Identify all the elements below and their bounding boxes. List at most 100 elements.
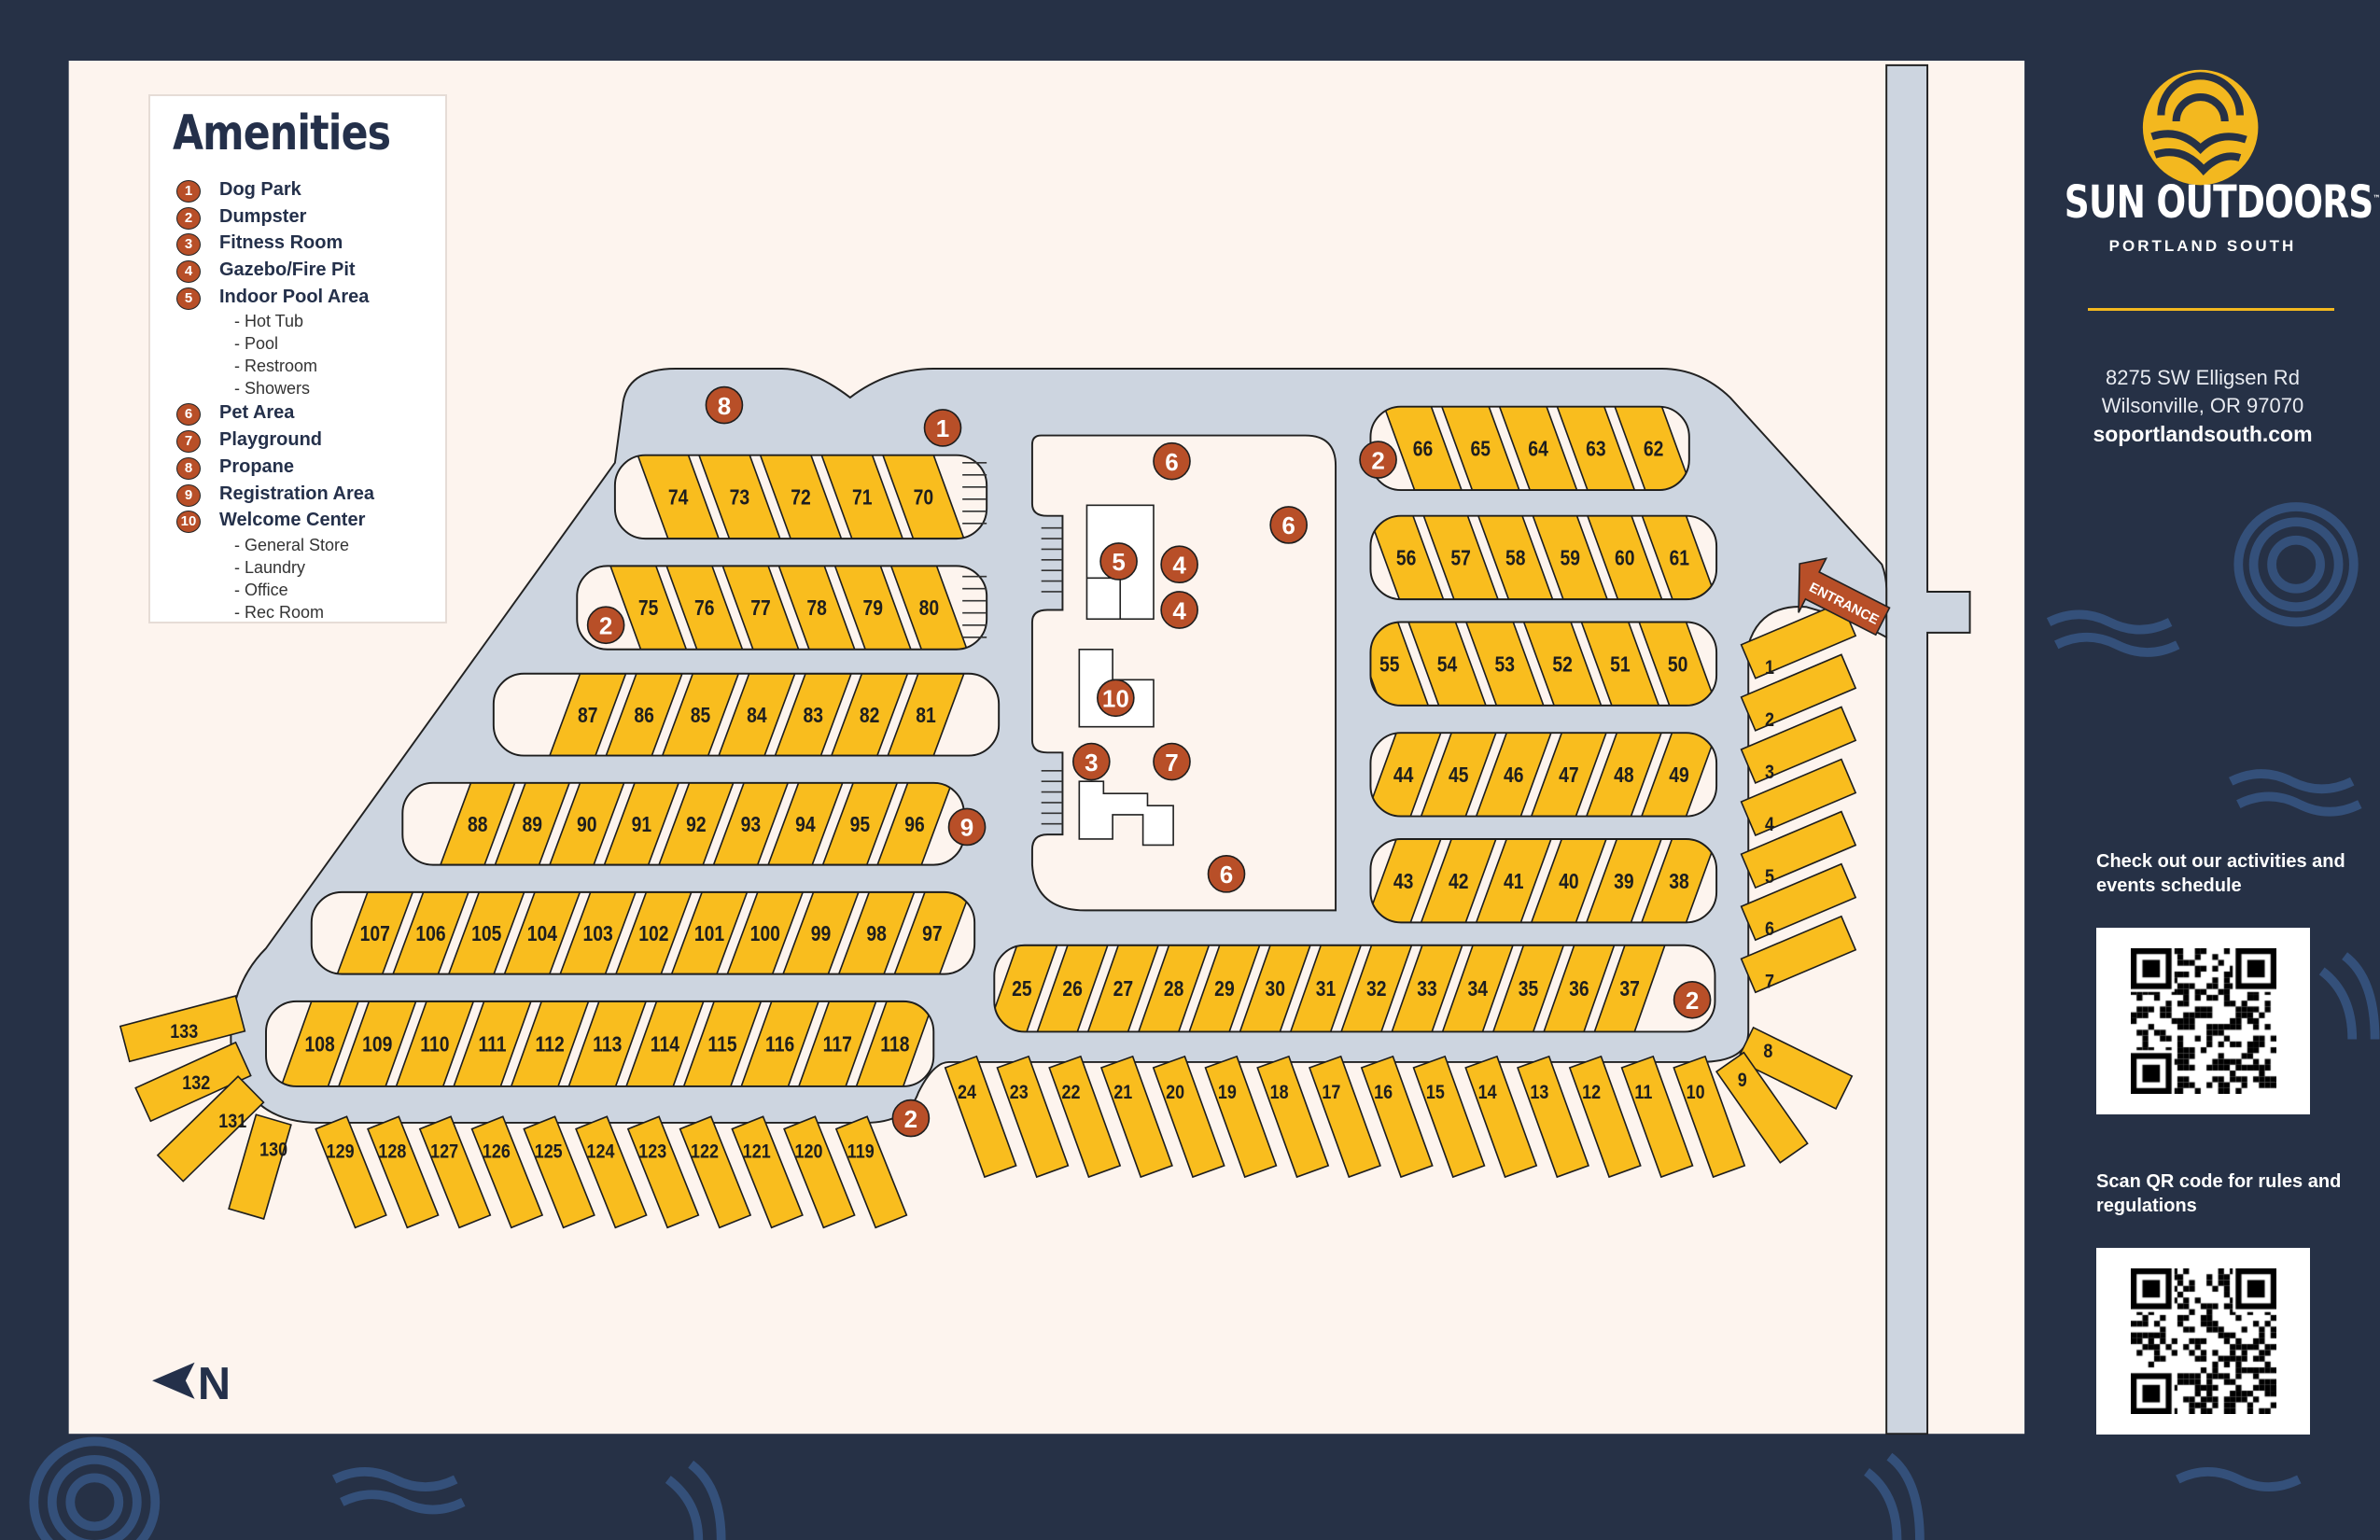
campsite-114[interactable] [624, 1001, 705, 1086]
campsite-42[interactable] [1420, 838, 1497, 923]
amenity-marker-6[interactable]: 6 [1153, 441, 1191, 481]
campsite-103[interactable] [559, 891, 637, 974]
amenity-marker-4[interactable]: 4 [1160, 545, 1198, 584]
campsite-102[interactable] [614, 891, 693, 974]
amenity-marker-2[interactable]: 2 [586, 606, 625, 645]
campsite-62[interactable] [1614, 406, 1692, 491]
campsite-109[interactable] [337, 1001, 417, 1086]
rules-qr-code[interactable] [2096, 1248, 2310, 1435]
campsite-88[interactable] [439, 782, 516, 865]
campsite-81[interactable] [887, 673, 965, 756]
amenity-marker-8[interactable]: 8 [705, 385, 744, 425]
amenity-marker-2[interactable]: 2 [1359, 441, 1397, 479]
campsite-48[interactable] [1585, 733, 1663, 817]
campsite-125[interactable]: 125 [523, 1115, 595, 1229]
campsite-98[interactable] [837, 891, 916, 974]
campsite-59[interactable] [1532, 515, 1609, 600]
campsite-111[interactable] [452, 1001, 533, 1086]
campsite-44[interactable] [1366, 733, 1442, 817]
campsite-11[interactable]: 11 [1620, 1055, 1694, 1179]
campsite-6[interactable]: 6 [1740, 862, 1857, 942]
campsite-85[interactable] [661, 673, 740, 756]
campsite-115[interactable] [682, 1001, 763, 1086]
campsite-107[interactable] [336, 891, 414, 974]
campsite-127[interactable]: 127 [418, 1115, 492, 1229]
campsite-25[interactable] [987, 945, 1058, 1032]
campsite-92[interactable] [657, 782, 735, 865]
campsite-73[interactable] [697, 455, 781, 539]
campsite-128[interactable]: 128 [367, 1115, 440, 1229]
campsite-100[interactable] [726, 891, 805, 974]
website-link[interactable]: soportlandsouth.com [2093, 422, 2313, 446]
campsite-117[interactable] [797, 1001, 877, 1086]
campsite-58[interactable] [1477, 515, 1554, 600]
campsite-133[interactable]: 133 [119, 995, 246, 1063]
campsite-20[interactable]: 20 [1152, 1055, 1225, 1179]
campsite-60[interactable] [1586, 515, 1663, 600]
campsite-130[interactable]: 130 [228, 1113, 292, 1220]
campsite-43[interactable] [1366, 838, 1442, 923]
campsite-119[interactable]: 119 [834, 1115, 908, 1229]
campsite-75[interactable] [609, 566, 688, 650]
campsite-36[interactable] [1542, 945, 1616, 1032]
campsite-95[interactable] [821, 782, 899, 865]
amenity-marker-10[interactable]: 10 [1097, 679, 1135, 718]
campsite-5[interactable]: 5 [1740, 810, 1857, 889]
campsite-33[interactable] [1391, 945, 1463, 1032]
campsite-35[interactable] [1491, 945, 1565, 1032]
campsite-7[interactable]: 7 [1740, 915, 1857, 994]
campsite-82[interactable] [830, 673, 909, 756]
activities-qr-code[interactable] [2096, 928, 2310, 1114]
campsite-120[interactable]: 120 [783, 1115, 856, 1229]
campsite-91[interactable] [603, 782, 680, 865]
campsite-72[interactable] [759, 455, 843, 539]
campsite-9[interactable]: 9 [1715, 1051, 1809, 1164]
campsite-41[interactable] [1475, 838, 1553, 923]
campsite-15[interactable]: 15 [1412, 1055, 1486, 1179]
campsite-16[interactable]: 16 [1360, 1055, 1434, 1179]
campsite-131[interactable]: 131 [156, 1075, 265, 1183]
campsite-22[interactable]: 22 [1048, 1055, 1122, 1179]
campsite-94[interactable] [766, 782, 844, 865]
campsite-46[interactable] [1475, 733, 1553, 817]
campsite-38[interactable] [1640, 838, 1717, 923]
campsite-21[interactable]: 21 [1099, 1055, 1173, 1179]
amenity-marker-4[interactable]: 4 [1160, 591, 1198, 629]
campsite-37[interactable] [1593, 945, 1666, 1032]
campsite-78[interactable] [777, 566, 856, 650]
campsite-71[interactable] [820, 455, 904, 539]
campsite-83[interactable] [774, 673, 853, 756]
campsite-31[interactable] [1289, 945, 1363, 1032]
campsite-27[interactable] [1086, 945, 1160, 1032]
campsite-96[interactable] [875, 782, 953, 865]
campsite-29[interactable] [1188, 945, 1261, 1032]
campsite-53[interactable] [1464, 622, 1545, 706]
campsite-101[interactable] [670, 891, 749, 974]
campsite-79[interactable] [833, 566, 913, 650]
campsite-19[interactable]: 19 [1204, 1055, 1278, 1179]
campsite-104[interactable] [503, 891, 581, 974]
campsite-121[interactable]: 121 [731, 1115, 804, 1229]
campsite-63[interactable] [1556, 406, 1636, 491]
campsite-66[interactable] [1382, 406, 1463, 491]
campsite-118[interactable] [855, 1001, 934, 1086]
campsite-18[interactable]: 18 [1256, 1055, 1330, 1179]
campsite-126[interactable]: 126 [470, 1115, 544, 1229]
campsite-124[interactable]: 124 [575, 1115, 648, 1229]
campsite-87[interactable] [548, 673, 627, 756]
campsite-56[interactable] [1369, 515, 1445, 600]
amenity-marker-9[interactable]: 9 [947, 807, 987, 847]
campsite-50[interactable] [1638, 622, 1717, 706]
campsite-110[interactable] [395, 1001, 475, 1086]
campsite-47[interactable] [1530, 733, 1608, 817]
campsite-23[interactable]: 23 [996, 1055, 1070, 1179]
campsite-132[interactable]: 132 [134, 1041, 252, 1123]
campsite-76[interactable] [665, 566, 744, 650]
campsite-45[interactable] [1420, 733, 1497, 817]
campsite-93[interactable] [712, 782, 790, 865]
campsite-13[interactable]: 13 [1517, 1055, 1590, 1179]
campsite-70[interactable] [881, 455, 965, 539]
campsite-105[interactable] [447, 891, 525, 974]
campsite-40[interactable] [1530, 838, 1608, 923]
amenity-marker-2[interactable]: 2 [1673, 980, 1712, 1019]
